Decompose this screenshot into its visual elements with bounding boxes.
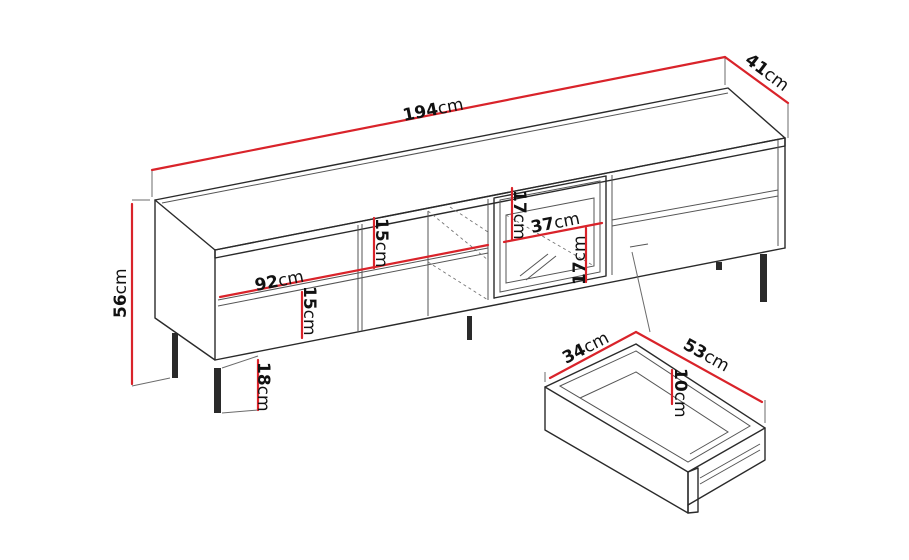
drawer-callout-line	[631, 251, 651, 333]
label-drawer-front: 92cm	[253, 267, 305, 296]
label-drawer-inner-height: 10cm	[670, 368, 690, 418]
label-glass-width: 37cm	[529, 209, 581, 238]
dimension-lines	[130, 55, 790, 412]
cabinet-legs	[172, 254, 767, 413]
dim-line-drawer-width	[634, 330, 764, 404]
label-lower-drawer: 15cm	[299, 286, 319, 336]
cabinet-front-panels	[217, 175, 779, 332]
drawer-detail	[544, 251, 766, 514]
dim-line-drawer-depth	[548, 330, 638, 380]
label-leg-height: 18cm	[253, 362, 273, 412]
label-height: 56cm	[111, 268, 131, 318]
dim-line-width	[150, 55, 727, 172]
label-glass-side: 17cm	[570, 235, 590, 285]
label-drawer-depth: 34cm	[559, 328, 612, 368]
label-width: 194cm	[401, 95, 465, 126]
label-depth: 41cm	[741, 50, 793, 96]
dimension-guides	[131, 57, 789, 423]
dim-line-drawer-front	[218, 243, 490, 299]
label-glass-top: 17cm	[509, 190, 529, 240]
dimension-labels: 194cm 41cm 56cm 18cm 92cm 15cm 15cm 17cm…	[111, 50, 793, 418]
dim-line-glass-width	[502, 221, 604, 244]
glass-door-frame	[493, 175, 607, 299]
cabinet-body	[154, 87, 786, 361]
label-upper-drawer: 15cm	[371, 218, 391, 268]
cabinet-left-side	[154, 199, 216, 361]
dim-line-depth	[723, 55, 790, 105]
cabinet-top-surface	[154, 87, 786, 251]
